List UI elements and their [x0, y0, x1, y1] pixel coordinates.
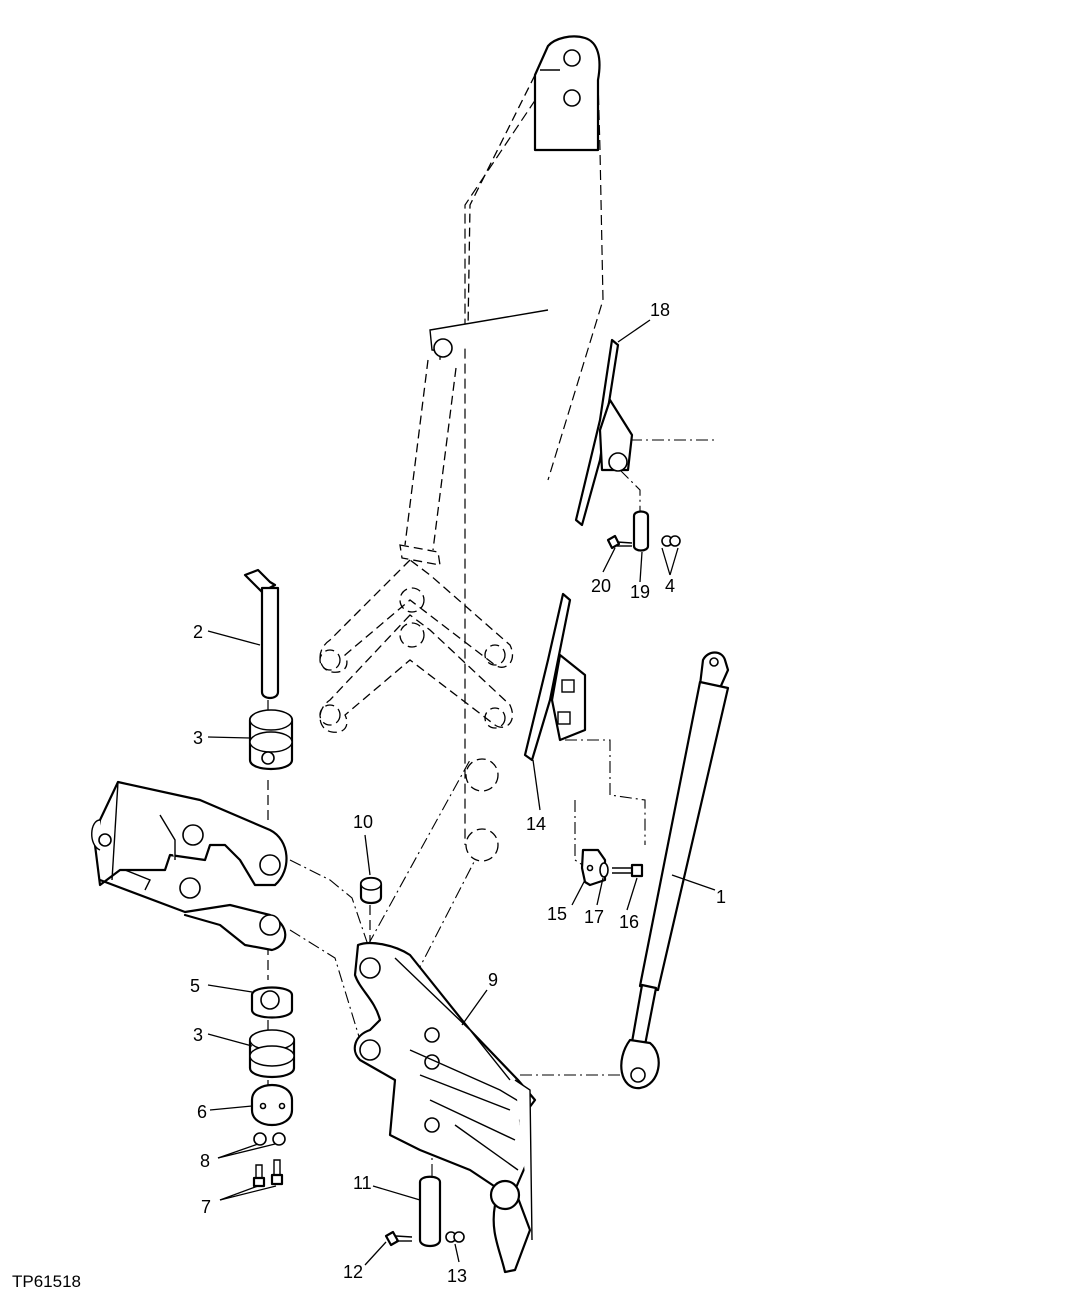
callout-5: 5	[190, 976, 200, 996]
callout-11: 11	[353, 1173, 372, 1193]
pin-2	[243, 568, 280, 700]
cap-6	[250, 1084, 294, 1126]
wear-strip-lower	[523, 592, 587, 762]
linkage-phantom	[319, 559, 514, 862]
cylinder-1	[620, 651, 730, 1090]
clip-15	[580, 848, 607, 887]
callout-10: 10	[353, 812, 373, 832]
washer-17	[599, 862, 609, 878]
pin-19	[632, 510, 650, 552]
nut-4	[661, 535, 681, 547]
callout-3-upper: 3	[193, 728, 203, 748]
washers-8	[253, 1132, 286, 1146]
bolt-12	[384, 1230, 413, 1247]
bolt-20	[606, 534, 633, 550]
ripper-9	[353, 941, 537, 1274]
callout-13: 13	[447, 1266, 467, 1286]
callouts: 1 2 3 3 4 5 6 7 8 9 10 11 12 13 14 15 16…	[190, 300, 726, 1286]
boom-cylinder-phantom	[399, 359, 457, 566]
leader-lines	[207, 319, 716, 1266]
callout-1: 1	[716, 887, 726, 907]
callout-4: 4	[665, 576, 675, 596]
nuts-13	[445, 1231, 465, 1243]
bolt-16	[612, 863, 644, 878]
callout-3-lower: 3	[193, 1025, 203, 1045]
bushing-5	[250, 986, 294, 1019]
bushing-3-upper	[248, 709, 294, 770]
callout-18: 18	[650, 300, 670, 320]
mounting-bracket	[91, 780, 288, 952]
screws-7	[252, 1159, 284, 1188]
callout-14: 14	[526, 814, 546, 834]
callout-9: 9	[488, 970, 498, 990]
pin-11	[418, 1175, 442, 1248]
boom-outline	[429, 35, 601, 360]
callout-6: 6	[197, 1102, 207, 1122]
figure-code: TP61518	[12, 1272, 81, 1291]
callout-12: 12	[343, 1262, 363, 1282]
callout-8: 8	[200, 1151, 210, 1171]
callout-19: 19	[630, 582, 650, 602]
callout-7: 7	[201, 1197, 211, 1217]
bushing-10	[359, 876, 383, 905]
bushing-3-lower	[248, 1029, 296, 1078]
callout-20: 20	[591, 576, 611, 596]
callout-17: 17	[584, 907, 604, 927]
callout-15: 15	[547, 904, 567, 924]
callout-16: 16	[619, 912, 639, 932]
wear-strip-upper	[574, 338, 634, 527]
callout-2: 2	[193, 622, 203, 642]
